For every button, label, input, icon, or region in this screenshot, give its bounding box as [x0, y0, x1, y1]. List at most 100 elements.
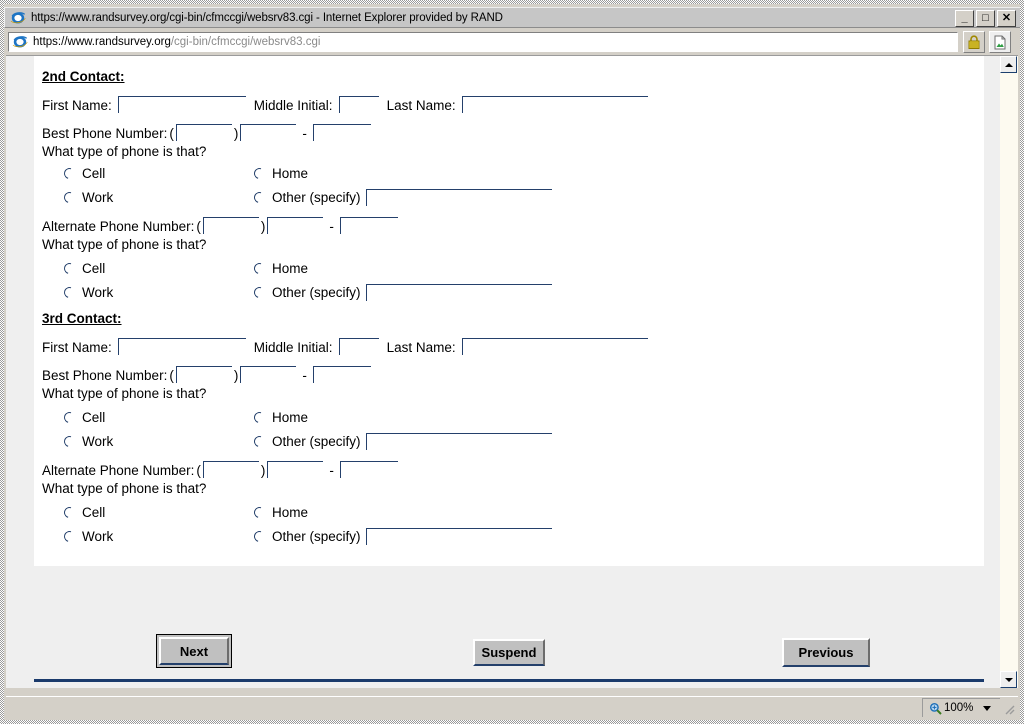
last-name-input-2nd[interactable] — [461, 96, 648, 113]
best-phone-row-2nd: Best Phone Number: ( ) - — [42, 124, 942, 141]
scroll-down-button[interactable] — [1000, 671, 1017, 688]
chevron-down-icon[interactable] — [983, 705, 992, 711]
best-phone-options-row1-3rd: Cell Home — [64, 410, 942, 425]
alt-phone-area-3rd[interactable] — [202, 461, 259, 478]
radio-option-other-best-3rd[interactable]: Other (specify) — [254, 434, 361, 449]
section-heading-3rd: 3rd Contact: — [42, 311, 122, 326]
radio-icon[interactable] — [254, 507, 265, 518]
alt-phone-prefix-2nd[interactable] — [267, 217, 324, 234]
chevron-down-icon — [1004, 677, 1013, 682]
radio-icon[interactable] — [254, 168, 265, 179]
radio-icon[interactable] — [64, 287, 75, 298]
radio-option-home-best-3rd[interactable]: Home — [254, 410, 308, 425]
radio-icon[interactable] — [64, 531, 75, 542]
alt-phone-prefix-3rd[interactable] — [267, 461, 324, 478]
radio-icon[interactable] — [254, 192, 265, 203]
radio-option-other-best-2nd[interactable]: Other (specify) — [254, 190, 361, 205]
alt-phone-type-question-3rd: What type of phone is that? — [42, 481, 207, 496]
best-phone-options-row2-3rd: Work Other (specify) — [64, 433, 942, 450]
section-heading-2nd: 2nd Contact: — [42, 69, 125, 84]
internet-explorer-icon-small — [12, 34, 28, 50]
radio-icon[interactable] — [64, 168, 75, 179]
radio-icon[interactable] — [64, 436, 75, 447]
survey-panel — [34, 56, 984, 566]
radio-option-home-alt-2nd[interactable]: Home — [254, 261, 308, 276]
close-button[interactable]: ✕ — [997, 10, 1016, 27]
radio-option-cell-best-2nd[interactable]: Cell — [64, 166, 254, 181]
best-phone-label-2nd: Best Phone Number: — [42, 126, 168, 141]
suspend-button[interactable]: Suspend — [473, 639, 545, 666]
alt-phone-options-row1-2nd: Cell Home — [64, 261, 942, 276]
radio-option-work-best-3rd[interactable]: Work — [64, 434, 254, 449]
best-phone-type-question-3rd: What type of phone is that? — [42, 386, 207, 401]
radio-option-work-best-2nd[interactable]: Work — [64, 190, 254, 205]
open-paren: ( — [196, 463, 201, 478]
zoom-control[interactable]: 100% — [922, 698, 1000, 717]
radio-label: Cell — [82, 505, 106, 520]
middle-initial-label: Middle Initial: — [253, 340, 333, 355]
radio-option-home-alt-3rd[interactable]: Home — [254, 505, 308, 520]
radio-icon[interactable] — [254, 436, 265, 447]
radio-icon[interactable] — [64, 507, 75, 518]
resize-grip[interactable] — [1002, 702, 1016, 716]
next-button[interactable]: Next — [159, 637, 229, 665]
page-image-icon[interactable] — [989, 31, 1011, 53]
radio-option-other-alt-3rd[interactable]: Other (specify) — [254, 529, 361, 544]
radio-option-cell-best-3rd[interactable]: Cell — [64, 410, 254, 425]
alt-phone-line-2nd[interactable] — [339, 217, 398, 234]
best-phone-prefix-2nd[interactable] — [240, 124, 297, 141]
radio-icon[interactable] — [254, 263, 265, 274]
other-specify-input-best-3rd[interactable] — [365, 433, 552, 450]
address-input[interactable]: https://www.randsurvey.org/cgi-bin/cfmcc… — [8, 32, 958, 52]
other-specify-input-best-2nd[interactable] — [365, 189, 552, 206]
radio-icon[interactable] — [64, 412, 75, 423]
scroll-up-button[interactable] — [1000, 56, 1017, 73]
best-phone-area-3rd[interactable] — [175, 366, 232, 383]
best-phone-line-3rd[interactable] — [312, 366, 371, 383]
window-inner: https://www.randsurvey.org/cgi-bin/cfmcc… — [4, 4, 1020, 720]
other-specify-input-alt-2nd[interactable] — [365, 284, 552, 301]
radio-label: Home — [272, 166, 309, 181]
best-phone-area-2nd[interactable] — [175, 124, 232, 141]
radio-label: Cell — [82, 166, 106, 181]
vertical-scrollbar[interactable] — [1000, 56, 1018, 688]
middle-initial-input-2nd[interactable] — [338, 96, 379, 113]
best-phone-options-row1-2nd: Cell Home — [64, 166, 942, 181]
maximize-button[interactable]: □ — [976, 10, 995, 27]
radio-option-other-alt-2nd[interactable]: Other (specify) — [254, 285, 361, 300]
alt-phone-line-3rd[interactable] — [339, 461, 398, 478]
radio-option-cell-alt-3rd[interactable]: Cell — [64, 505, 254, 520]
radio-label: Other (specify) — [272, 285, 361, 300]
address-bar: https://www.randsurvey.org/cgi-bin/cfmcc… — [6, 30, 1018, 54]
radio-icon[interactable] — [254, 412, 265, 423]
last-name-label: Last Name: — [386, 98, 456, 113]
previous-button[interactable]: Previous — [782, 638, 870, 667]
radio-icon[interactable] — [254, 287, 265, 298]
phone-dash: - — [329, 463, 334, 478]
radio-icon[interactable] — [64, 263, 75, 274]
alt-phone-row-2nd: Alternate Phone Number: ( ) - — [42, 217, 942, 234]
ssl-lock-icon[interactable] — [963, 31, 985, 53]
radio-label: Cell — [82, 410, 106, 425]
radio-option-work-alt-3rd[interactable]: Work — [64, 529, 254, 544]
radio-icon[interactable] — [64, 192, 75, 203]
minimize-button[interactable]: _ — [955, 10, 974, 27]
last-name-input-3rd[interactable] — [461, 338, 648, 355]
best-phone-line-2nd[interactable] — [312, 124, 371, 141]
middle-initial-input-3rd[interactable] — [338, 338, 379, 355]
first-name-label: First Name: — [42, 340, 112, 355]
other-specify-input-alt-3rd[interactable] — [365, 528, 552, 545]
zoom-level-label: 100% — [944, 702, 974, 714]
first-name-input-3rd[interactable] — [117, 338, 246, 355]
alt-phone-area-2nd[interactable] — [202, 217, 259, 234]
close-paren: ) — [233, 368, 239, 383]
best-phone-prefix-3rd[interactable] — [240, 366, 297, 383]
first-name-input-2nd[interactable] — [117, 96, 246, 113]
navigation-button-bar: Next Suspend Previous — [6, 634, 1000, 680]
radio-option-cell-alt-2nd[interactable]: Cell — [64, 261, 254, 276]
next-button-focus-ring: Next — [156, 634, 232, 668]
radio-option-work-alt-2nd[interactable]: Work — [64, 285, 254, 300]
radio-option-home-best-2nd[interactable]: Home — [254, 166, 308, 181]
best-phone-type-question-2nd: What type of phone is that? — [42, 144, 207, 159]
radio-icon[interactable] — [254, 531, 265, 542]
